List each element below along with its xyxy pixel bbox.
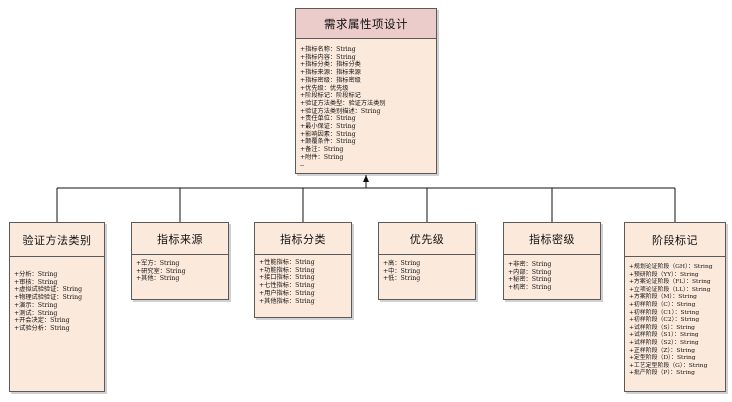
- root-class-title: 需求属性项设计: [296, 9, 436, 39]
- attribute-item: +物理试验验证：String: [14, 294, 83, 302]
- class-title-stage: 阶段标记: [625, 223, 725, 257]
- attribute-item: +性能指标：String: [259, 259, 315, 266]
- root-attribute-list: +指标名称：String +指标内容：String +指标分类：指标分类 +指标…: [296, 39, 436, 169]
- attribute-item: +非密：String: [508, 261, 552, 268]
- attribute-item: +用户指标：String: [259, 289, 315, 297]
- attribute-item: +低：String: [383, 275, 421, 283]
- attribute-item: +测试：String: [14, 309, 58, 317]
- class-box-verify[interactable]: 验证方法类别 +分析：String +审核：String +虚拟试验验证：Str…: [9, 222, 105, 392]
- class-box-priority[interactable]: 优先级 +高：String +中：String +低：String: [378, 222, 476, 300]
- inheritance-arrowhead: [363, 175, 369, 182]
- attribute-item: +审核：String: [14, 278, 58, 286]
- attribute-item: +军方：String: [136, 260, 180, 267]
- attribute-list-secret: +非密：String +内部：String +秘密：String +机密：Str…: [504, 255, 600, 292]
- attribute-item: +机密：String: [508, 284, 552, 292]
- attribute-item: +试样阶段（S2）：String: [629, 339, 699, 346]
- attribute-item: +备注：String: [300, 146, 344, 154]
- attribute-item: +定型阶段（D）：String: [629, 355, 696, 362]
- attribute-item: +验证方法类型：验证方法类别: [300, 99, 386, 107]
- class-title-priority: 优先级: [379, 223, 475, 255]
- class-title-verify: 验证方法类别: [10, 223, 104, 257]
- attribute-item: +附件：String: [300, 153, 344, 161]
- class-title-category: 指标分类: [255, 223, 351, 255]
- attribute-item: +试样阶段（S1）：String: [629, 332, 699, 339]
- attribute-item: +阶段标记：阶段标记: [300, 92, 361, 100]
- attribute-item: +立项论证阶段（LL）：String: [629, 286, 711, 293]
- class-box-source[interactable]: 指标来源 +军方：String +研究室：String +其他：String: [131, 222, 229, 300]
- attribute-item: +批产阶段（P）：String: [629, 370, 695, 377]
- attribute-item: +指标来源：指标来源: [300, 69, 361, 77]
- attribute-item: +工艺定型阶段（G）：String: [629, 362, 708, 369]
- class-title-secret: 指标密级: [504, 223, 600, 255]
- attribute-item: +正样阶段（Z）：String: [629, 347, 695, 354]
- attribute-item: +试样阶段（S）：String: [629, 324, 695, 331]
- attribute-item: +初样阶段（C2）：String: [629, 317, 700, 324]
- attribute-item: +七性指标：String: [259, 282, 315, 290]
- class-box-secret[interactable]: 指标密级 +非密：String +内部：String +秘密：String +机…: [503, 222, 601, 300]
- class-box-category[interactable]: 指标分类 +性能指标：String +功能指标：String +接口指标：Str…: [254, 222, 352, 318]
- attribute-item: +内部：String: [508, 268, 552, 276]
- attribute-item: +功能指标：String: [259, 266, 315, 274]
- attribute-list-stage: +规划论证阶段（GH）：String +预研阶段（YY）：String +方案论…: [625, 257, 725, 378]
- attribute-item: +方案论证阶段（FL）：String: [629, 279, 711, 286]
- attribute-item: +责任单位：String: [300, 115, 356, 123]
- attribute-item: +验证方法类别描述：String: [300, 107, 381, 115]
- class-box-stage[interactable]: 阶段标记 +规划论证阶段（GH）：String +预研阶段（YY）：String…: [624, 222, 726, 392]
- attribute-item: +其他指标：String: [259, 297, 315, 305]
- attribute-item: +接口指标：String: [259, 274, 315, 282]
- attribute-item: +影响因素：String: [300, 130, 356, 138]
- attribute-item: --: [300, 161, 305, 169]
- attribute-item: +颠覆条件：String: [300, 138, 356, 146]
- attribute-list-priority: +高：String +中：String +低：String: [379, 255, 475, 283]
- attribute-item: +指标分类：指标分类: [300, 61, 361, 69]
- attribute-list-source: +军方：String +研究室：String +其他：String: [132, 255, 228, 283]
- attribute-item: +初样阶段（C）：String: [629, 301, 696, 308]
- attribute-list-verify: +分析：String +审核：String +虚拟试验验证：String +物理…: [10, 257, 104, 333]
- attribute-item: +指标密级：指标密级: [300, 76, 361, 84]
- attribute-item: +分析：String: [14, 271, 58, 278]
- attribute-item: +演示：String: [14, 301, 58, 309]
- attribute-list-category: +性能指标：String +功能指标：String +接口指标：String +…: [255, 255, 351, 305]
- attribute-item: +试验分析：String: [14, 324, 70, 332]
- attribute-item: +开会决定：String: [14, 317, 70, 325]
- attribute-item: +虚拟试验验证：String: [14, 286, 83, 294]
- attribute-item: +规划论证阶段（GH）：String: [629, 264, 713, 270]
- attribute-item: +研究室：String: [136, 267, 186, 275]
- attribute-item: +秘密：String: [508, 276, 552, 284]
- attribute-item: +方案阶段（M）：String: [629, 294, 697, 301]
- attribute-item: +中：String: [383, 267, 421, 275]
- attribute-item: +预研阶段（YY）：String: [629, 271, 699, 278]
- attribute-item: +高：String: [383, 260, 421, 267]
- attribute-item: +其他：String: [136, 275, 180, 283]
- attribute-item: +初样阶段（C1）：String: [629, 309, 700, 316]
- attribute-item: +最小保证：String: [300, 123, 356, 131]
- attribute-item: +指标内容：String: [300, 53, 356, 61]
- class-title-source: 指标来源: [132, 223, 228, 255]
- attribute-item: +指标名称：String: [300, 46, 356, 53]
- attribute-item: +优先级：优先级: [300, 84, 349, 92]
- root-class-box[interactable]: 需求属性项设计 +指标名称：String +指标内容：String +指标分类：…: [295, 8, 437, 174]
